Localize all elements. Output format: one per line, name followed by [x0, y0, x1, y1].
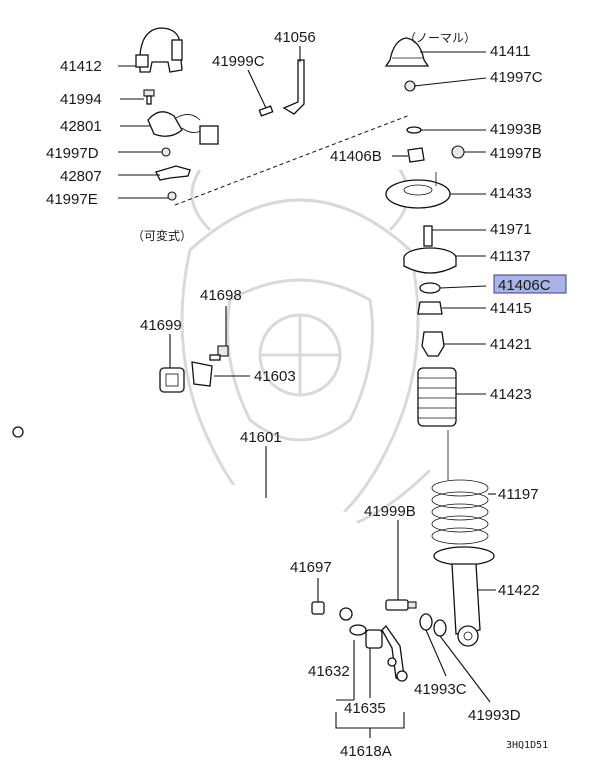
washer-41406c-drawing — [419, 282, 441, 294]
bolt-41999c-drawing — [258, 105, 274, 117]
label-42807: 42807 — [60, 168, 102, 185]
nut-41997c-top-drawing — [404, 80, 416, 92]
label-41411: 41411 — [490, 43, 531, 60]
label-41999b: 41999B — [364, 503, 416, 520]
label-41994: 41994 — [60, 91, 102, 108]
label-41993b: 41993B — [490, 121, 542, 138]
bushing-41697-drawing — [311, 601, 325, 615]
label-41993d: 41993D — [468, 707, 521, 724]
label-41603: 41603 — [254, 368, 296, 385]
bushing-41406b-drawing — [407, 147, 425, 163]
label-42801: 42801 — [60, 118, 102, 135]
note-variable: （可変式） — [132, 228, 192, 243]
bolt-41698-drawing — [209, 345, 229, 361]
bolt-41999b-drawing — [385, 599, 417, 611]
label-41993c: 41993C — [414, 681, 467, 698]
label-41406c: 41406C — [498, 277, 551, 294]
label-41415: 41415 — [490, 300, 532, 317]
label-41137: 41137 — [490, 248, 531, 265]
note-normal: （ノーマル） — [404, 31, 476, 45]
label-41601: 41601 — [240, 429, 282, 446]
highlight-41406c — [493, 274, 567, 294]
label-41056: 41056 — [274, 29, 316, 46]
label-41997d: 41997D — [46, 145, 99, 162]
label-41699: 41699 — [140, 317, 182, 334]
bolt-41994-drawing — [143, 89, 155, 105]
label-41635: 41635 — [344, 700, 386, 717]
bracket-42807-drawing — [155, 165, 191, 181]
bearing-41137-drawing — [403, 247, 457, 274]
label-41971: 41971 — [490, 221, 532, 238]
label-41423: 41423 — [490, 386, 532, 403]
label-41997b: 41997B — [490, 145, 542, 162]
washer-41993c-drawing — [419, 613, 433, 631]
label-41997c-top: 41997C — [490, 69, 543, 86]
label-41618a: 41618A — [340, 743, 392, 760]
bumper-41421-drawing — [421, 331, 445, 357]
label-41698: 41698 — [200, 287, 242, 304]
label-41433: 41433 — [490, 185, 532, 202]
clamp-41603-drawing — [191, 361, 213, 387]
bump-stop-41971-drawing — [423, 225, 433, 247]
label-41197: 41197 — [498, 486, 539, 503]
label-41997e: 41997E — [46, 191, 98, 208]
label-41406b: 41406B — [330, 148, 382, 165]
dust-boot-41423-drawing — [417, 367, 457, 427]
mount-41411-drawing — [384, 37, 430, 67]
stabilizer-bar-41601-drawing — [12, 396, 367, 621]
nut-41997e-drawing — [167, 191, 177, 201]
actuator-41412-drawing — [135, 27, 183, 73]
coil-spring-41197-drawing — [431, 430, 489, 545]
bushing-41699-drawing — [159, 367, 185, 393]
diagram-code: 3HQ1D51 — [506, 740, 548, 751]
link-41618a-drawing — [349, 624, 408, 682]
motor-42801-drawing — [147, 111, 219, 145]
cup-41415-drawing — [417, 301, 443, 315]
label-41412: 41412 — [60, 58, 102, 75]
nut-41997b-drawing — [451, 145, 465, 159]
label-41999c: 41999C — [212, 53, 265, 70]
nut-41997d-drawing — [161, 147, 171, 157]
rod-41056-drawing — [282, 59, 305, 115]
washer-41993b-drawing — [406, 126, 422, 134]
label-41697: 41697 — [290, 559, 332, 576]
label-41632: 41632 — [308, 663, 350, 680]
shock-absorber-41422-drawing — [433, 546, 495, 647]
washer-41993d-drawing — [433, 619, 447, 637]
label-41422: 41422 — [498, 582, 540, 599]
upper-seat-41433-drawing — [385, 172, 451, 209]
label-41421: 41421 — [490, 336, 532, 353]
